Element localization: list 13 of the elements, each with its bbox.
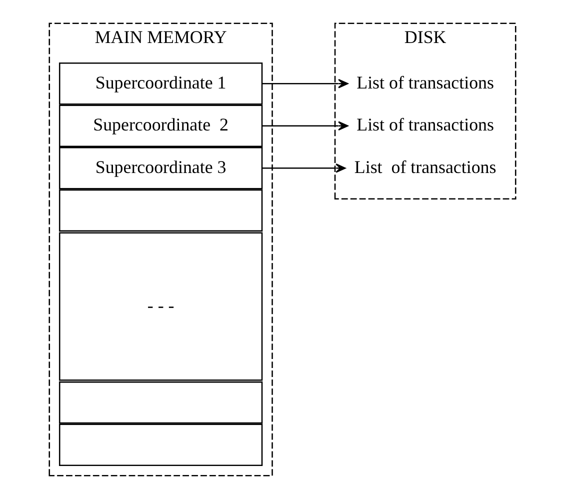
node-box [58,424,262,466]
node-text: List of transactions [356,72,494,92]
node-box: Supercoordinate 3 [58,147,262,190]
node-box [58,189,262,232]
node-box: Supercoordinate 2 [58,104,262,148]
node-box: - - - [58,232,262,381]
node-box: Supercoordinate 1 [58,62,262,105]
arrow [262,78,348,88]
node-text: List of transactions [354,156,496,177]
node-text: List of transactions [356,114,494,135]
arrow [262,121,348,131]
node-box [58,381,262,424]
arrow [262,163,346,173]
